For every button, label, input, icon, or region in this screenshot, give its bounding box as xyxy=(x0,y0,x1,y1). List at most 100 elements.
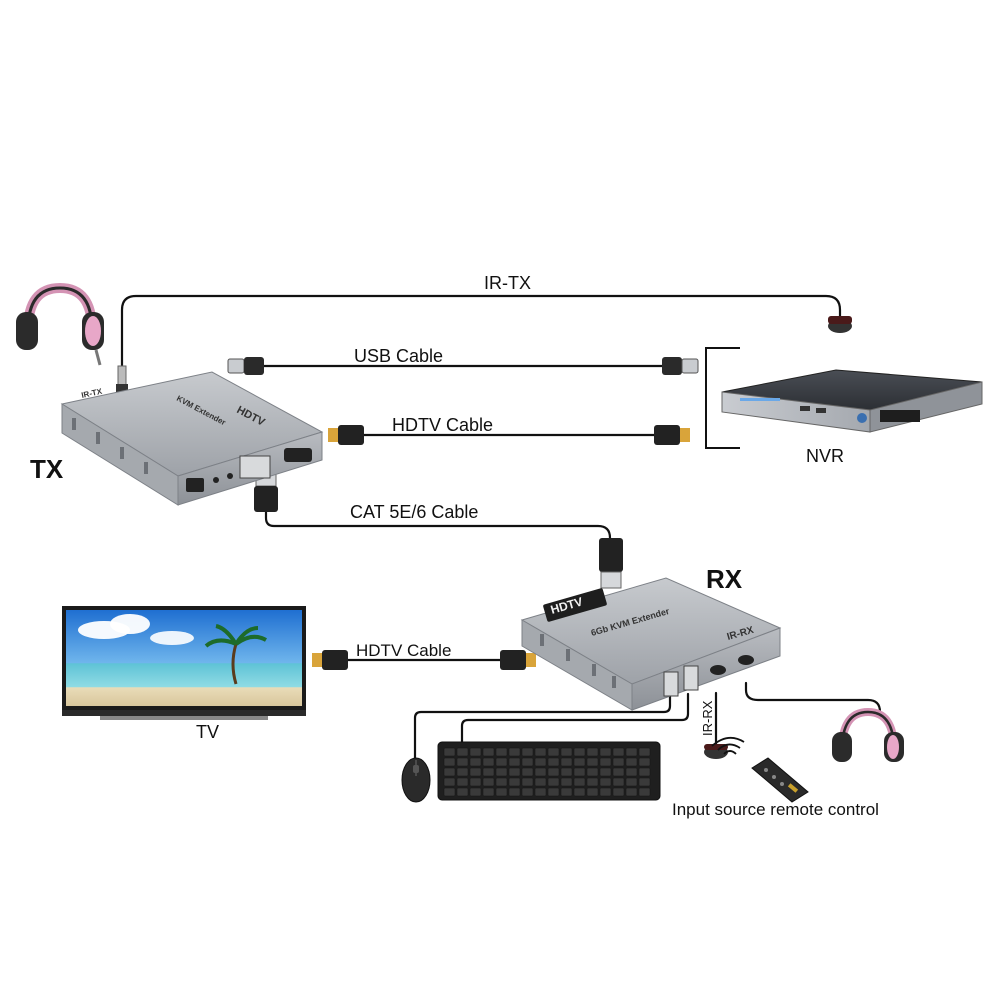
keyboard-key xyxy=(469,787,482,797)
keyboard-key xyxy=(482,757,495,767)
keyboard-key xyxy=(573,777,586,787)
keyboard-icon xyxy=(437,741,661,801)
keyboard-key xyxy=(547,787,560,797)
tv-label: TV xyxy=(196,722,219,742)
keyboard-key xyxy=(560,747,573,757)
keyboard-key xyxy=(508,747,521,757)
keyboard-key xyxy=(560,757,573,767)
tx-extender-device: HDTV KVM Extender IR-TX xyxy=(60,371,324,506)
keyboard-key xyxy=(599,787,612,797)
keyboard-key xyxy=(456,747,469,757)
keyboard-key xyxy=(508,767,521,777)
keyboard-key xyxy=(586,767,599,777)
nvr-icon xyxy=(705,347,983,449)
keyboard-cable xyxy=(460,692,690,744)
keyboard-key xyxy=(599,747,612,757)
keyboard-key xyxy=(612,787,625,797)
keyboard-key xyxy=(456,777,469,787)
keyboard-key xyxy=(443,757,456,767)
keyboard-key xyxy=(612,757,625,767)
nvr-label: NVR xyxy=(806,446,844,466)
keyboard-key xyxy=(586,757,599,767)
keyboard-key xyxy=(534,767,547,777)
keyboard-key xyxy=(599,777,612,787)
keyboard-key xyxy=(521,747,534,757)
keyboard-key xyxy=(521,767,534,777)
rx-headphone-cable xyxy=(744,681,882,714)
keyboard-key xyxy=(625,767,638,777)
keyboard-key xyxy=(638,777,651,787)
keyboard-key xyxy=(521,757,534,767)
keyboard-key xyxy=(534,777,547,787)
tx-label: TX xyxy=(30,454,64,484)
keyboard-key xyxy=(456,787,469,797)
keyboard-key xyxy=(599,757,612,767)
keyboard-key xyxy=(469,767,482,777)
keyboard-key xyxy=(612,777,625,787)
tv-icon xyxy=(62,606,306,720)
keyboard-key xyxy=(443,767,456,777)
keyboard-key xyxy=(638,747,651,757)
keyboard-key xyxy=(625,757,638,767)
keyboard-key xyxy=(547,767,560,777)
keyboard-key xyxy=(625,787,638,797)
remote-control-icon xyxy=(711,736,809,803)
keyboard-key xyxy=(521,787,534,797)
usb-plug-left xyxy=(227,357,264,375)
cables xyxy=(120,294,882,762)
hdmi-plug-bottom-right xyxy=(500,650,536,670)
ir-tx-cable xyxy=(120,294,842,374)
keyboard-key xyxy=(508,757,521,767)
headphones-icon xyxy=(832,707,904,762)
hdmi-plug-top-right xyxy=(654,425,690,445)
usb-plug-right xyxy=(662,357,699,375)
keyboard-key xyxy=(521,777,534,787)
keyboard-key xyxy=(482,787,495,797)
keyboard-key xyxy=(482,777,495,787)
keyboard-key xyxy=(508,777,521,787)
cat-cable xyxy=(264,510,612,542)
keyboard-key xyxy=(612,767,625,777)
keyboard-key xyxy=(625,777,638,787)
keyboard-key xyxy=(495,777,508,787)
keyboard-key xyxy=(495,747,508,757)
keyboard-key xyxy=(573,767,586,777)
hdtv-cable-bottom-label: HDTV Cable xyxy=(356,641,451,660)
rj45-plug-rx xyxy=(599,538,623,589)
ir-rx-label: IR-RX xyxy=(700,700,715,736)
connectors xyxy=(116,316,852,759)
keyboard-key xyxy=(469,777,482,787)
cat-cable-label: CAT 5E/6 Cable xyxy=(350,502,478,522)
keyboard-key xyxy=(638,757,651,767)
keyboard-key xyxy=(534,757,547,767)
keyboard-key xyxy=(638,787,651,797)
usb-cable-label: USB Cable xyxy=(354,346,443,366)
ir-tx-label: IR-TX xyxy=(484,273,531,293)
keyboard-key xyxy=(456,767,469,777)
keyboard-key xyxy=(547,747,560,757)
keyboard-key xyxy=(508,787,521,797)
keyboard-key xyxy=(469,747,482,757)
keyboard-key xyxy=(534,747,547,757)
keyboard-key xyxy=(586,747,599,757)
keyboard-key xyxy=(586,787,599,797)
ir-tx-sensor xyxy=(828,316,852,333)
keyboard-key xyxy=(573,757,586,767)
hdmi-plug-bottom-left xyxy=(312,650,348,670)
keyboard-key xyxy=(586,777,599,787)
ir-rx-sensor xyxy=(704,744,728,759)
remote-control-label: Input source remote control xyxy=(672,800,879,819)
keyboard-key xyxy=(469,757,482,767)
audio-jack-tx-grip xyxy=(116,384,128,394)
keyboard-key xyxy=(560,787,573,797)
keyboard-key xyxy=(573,787,586,797)
keyboard-key xyxy=(534,787,547,797)
mouse-icon xyxy=(401,757,431,803)
mouse-cable xyxy=(413,692,672,762)
keyboard-key xyxy=(547,757,560,767)
keyboard-key xyxy=(495,787,508,797)
keyboard-key xyxy=(443,787,456,797)
tx-device-port-label: IR-TX xyxy=(81,387,104,400)
rx-extender-device: HDTV 6Gb KVM Extender IR-RX xyxy=(520,577,782,711)
